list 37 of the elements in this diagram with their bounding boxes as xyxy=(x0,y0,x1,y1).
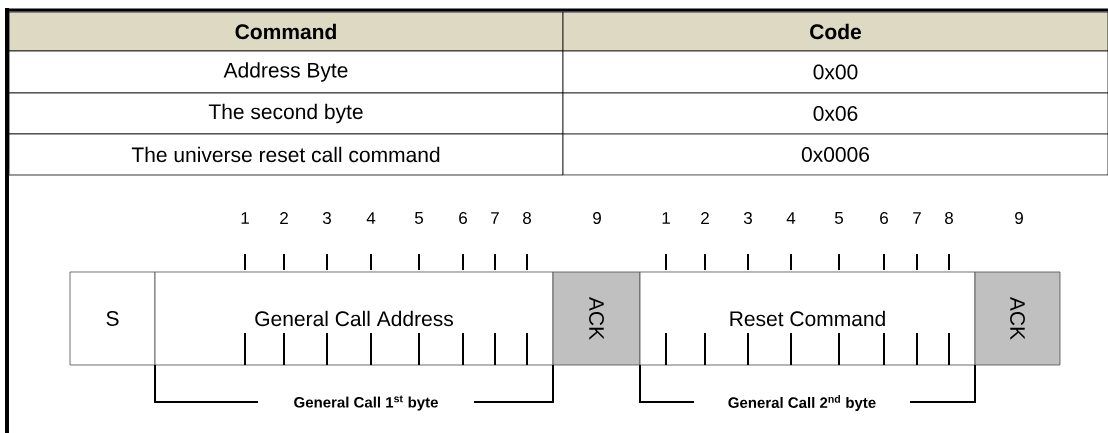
node-label: Reset Command xyxy=(730,310,885,327)
bracket-label: General Call 1$^{st}$ byte xyxy=(294,395,438,411)
frame-field xyxy=(639,271,976,366)
node-label: General Call Address xyxy=(255,310,453,327)
bit-number: 3 xyxy=(322,211,331,224)
bit-number: 2 xyxy=(701,212,709,224)
header-cell: Code xyxy=(562,11,1108,52)
bracket-label: General Call 2$^{nd}$ byte xyxy=(728,395,876,411)
table-cell: The second byte xyxy=(8,92,564,135)
node-label: ACK xyxy=(1010,296,1025,340)
frame-field xyxy=(69,271,156,366)
table-cell: 0x00 xyxy=(562,50,1108,94)
bit-number: 5 xyxy=(834,212,843,224)
node-label: ACK xyxy=(589,296,604,340)
bit-number: 5 xyxy=(414,212,423,224)
table-cell: The universe reset call command xyxy=(8,133,564,176)
table-cell: Address Byte xyxy=(8,50,564,94)
bit-number: 6 xyxy=(880,211,888,224)
table-cell: 0x06 xyxy=(562,92,1108,135)
bit-number: 7 xyxy=(491,212,499,224)
bit-number: 6 xyxy=(459,211,467,224)
bit-number: 9 xyxy=(1015,211,1023,224)
bit-number: 8 xyxy=(523,211,531,224)
bit-number: 3 xyxy=(743,211,752,224)
bit-number: 4 xyxy=(786,212,796,224)
ack-field xyxy=(552,271,641,366)
bit-number: 4 xyxy=(366,212,376,224)
table-cell: 0x0006 xyxy=(562,133,1108,176)
node-label: S xyxy=(106,311,119,326)
bit-number: 8 xyxy=(945,211,953,224)
ack-field xyxy=(974,271,1061,366)
bit-number: 1 xyxy=(662,212,670,224)
header-cell: Command xyxy=(8,11,564,52)
bit-number: 9 xyxy=(593,211,601,224)
bit-number: 2 xyxy=(280,212,288,224)
bit-number: 1 xyxy=(241,212,249,224)
bit-number: 7 xyxy=(913,212,921,224)
